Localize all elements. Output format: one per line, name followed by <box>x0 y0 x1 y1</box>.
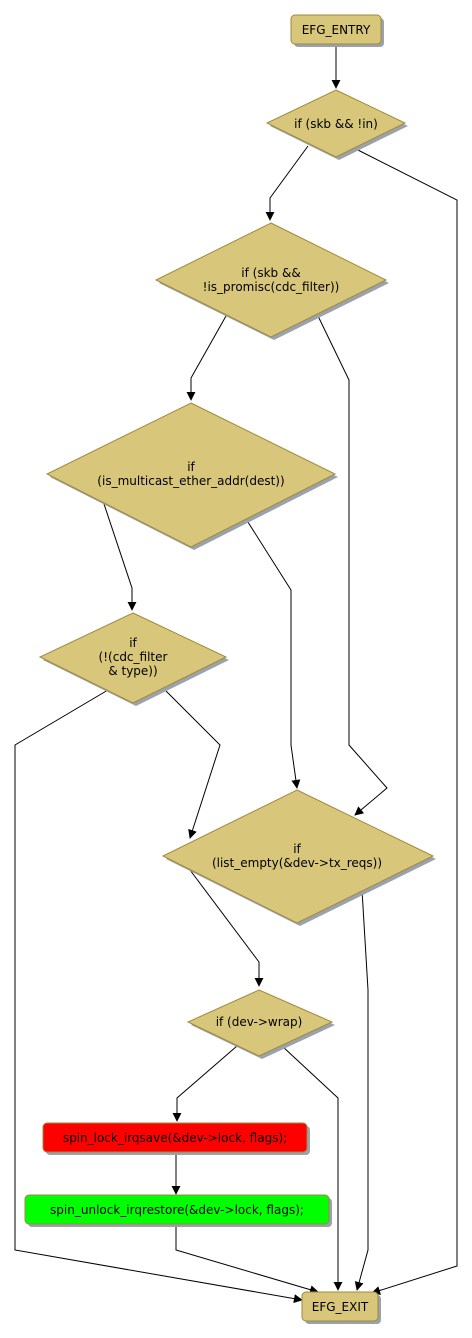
edge-list-empty-to-exit <box>354 889 369 1291</box>
unlock-label: spin_unlock_irqrestore(&dev->lock, flags… <box>50 1203 304 1217</box>
edges <box>14 45 458 1304</box>
node-label-line: (!(cdc_filter <box>99 650 168 664</box>
exit-node: EFG_EXIT <box>301 1291 381 1324</box>
node-label-line: if <box>293 842 301 856</box>
condition-promisc: if (skb &&!is_promisc(cdc_filter)) <box>154 222 389 340</box>
node-label-line: if (skb && !in) <box>294 117 378 131</box>
node-label-line: !is_promisc(cdc_filter)) <box>203 280 340 294</box>
condition-list-empty-label: if(list_empty(&dev->tx_reqs)) <box>212 842 382 870</box>
node-label-line: & type)) <box>108 664 157 678</box>
node-label-line: if (dev->wrap) <box>216 1015 303 1029</box>
node-label-line: EFG_EXIT <box>312 1300 369 1314</box>
node-label-line: if <box>187 460 195 474</box>
edge-promisc-to-multicast <box>186 315 227 401</box>
condition-promisc-label: if (skb &&!is_promisc(cdc_filter)) <box>203 266 340 294</box>
node-label-line: (is_multicast_ether_addr(dest)) <box>97 474 284 488</box>
edge-promisc-to-list-empty <box>317 315 388 816</box>
edge-list-empty-to-wrap <box>189 869 264 987</box>
condition-filter-type: if(!(cdc_filter& type)) <box>38 612 229 706</box>
edge-wrap-to-lock <box>172 1045 238 1122</box>
node-label-line: if (skb && <box>241 266 300 280</box>
edge-unlock-to-exit <box>175 1225 319 1295</box>
node-label-line: spin_unlock_irqrestore(&dev->lock, flags… <box>50 1203 304 1217</box>
entry-node: EFG_ENTRY <box>290 14 384 47</box>
edge-wrap-to-exit <box>281 1045 343 1291</box>
lock-node: spin_lock_irqsave(&dev->lock, flags); <box>42 1122 310 1155</box>
edge-multicast-to-filter-type <box>103 503 137 611</box>
unlock-node: spin_unlock_irqrestore(&dev->lock, flags… <box>24 1194 332 1227</box>
exit-label: EFG_EXIT <box>312 1300 369 1314</box>
edge-filter-type-to-exit <box>14 689 303 1304</box>
condition-wrap: if (dev->wrap) <box>186 989 335 1059</box>
condition-skb-in-label: if (skb && !in) <box>294 117 378 131</box>
lock-label: spin_lock_irqsave(&dev->lock, flags); <box>63 1131 287 1145</box>
condition-list-empty: if(list_empty(&dev->tx_reqs)) <box>161 789 436 926</box>
node-label-line: if <box>129 636 137 650</box>
condition-multicast: if(is_multicast_ether_addr(dest)) <box>45 402 338 550</box>
condition-wrap-label: if (dev->wrap) <box>216 1015 303 1029</box>
edge-skb-in-to-exit <box>349 145 458 1295</box>
edge-filter-type-to-list-empty <box>162 687 221 839</box>
edge-skb-in-to-promisc <box>265 145 309 221</box>
condition-multicast-label: if(is_multicast_ether_addr(dest)) <box>97 460 284 488</box>
node-label-line: (list_empty(&dev->tx_reqs)) <box>212 856 382 870</box>
edge-multicast-to-list-empty <box>245 518 301 789</box>
entry-label: EFG_ENTRY <box>302 23 371 37</box>
condition-filter-type-label: if(!(cdc_filter& type)) <box>99 636 168 678</box>
node-label-line: EFG_ENTRY <box>302 23 371 37</box>
condition-skb-in: if (skb && !in) <box>265 89 408 160</box>
node-label-line: spin_lock_irqsave(&dev->lock, flags); <box>63 1131 287 1145</box>
